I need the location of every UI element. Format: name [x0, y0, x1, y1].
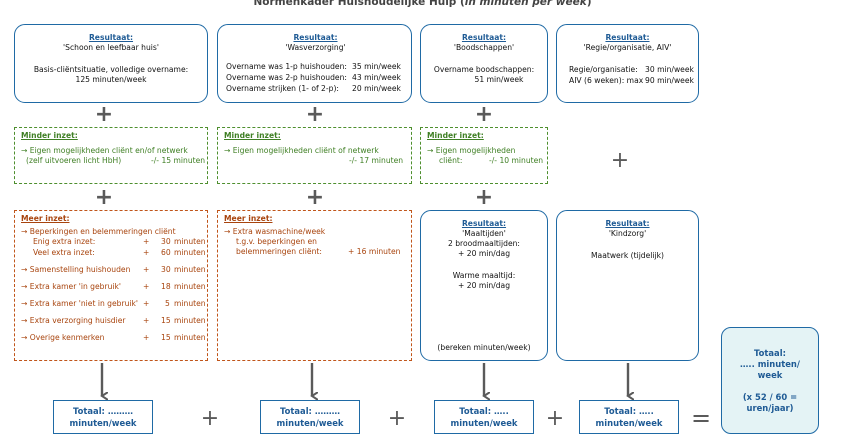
- result-box-schoon: Resultaat: 'Schoon en leefbaar huis' Bas…: [14, 24, 208, 103]
- meer-inzet-box: Meer inzet: → Extra wasmachine/week t.g.…: [217, 210, 412, 361]
- result-box-boodschappen: Resultaat: 'Boodschappen' Overname boods…: [420, 24, 548, 103]
- plus-sign: +: [474, 102, 494, 127]
- plus-sign: +: [610, 148, 630, 173]
- result-box-wasverzorging: Resultaat: 'Wasverzorging' Overname was …: [217, 24, 412, 103]
- plus-sign: +: [94, 185, 114, 210]
- plus-sign: +: [305, 102, 325, 127]
- plus-sign: +: [474, 185, 494, 210]
- plus-sign: +: [305, 185, 325, 210]
- final-total-box[interactable]: Totaal: ….. minuten/ week (x 52 / 60 = u…: [721, 327, 819, 434]
- plus-sign: +: [387, 406, 407, 431]
- plus-sign: +: [200, 406, 220, 431]
- minder-inzet-box: Minder inzet: → Eigen mogelijkheden clië…: [420, 127, 548, 184]
- plus-sign: +: [94, 102, 114, 127]
- result-box-regie: Resultaat: 'Regie/organisatie, AIV' Regi…: [556, 24, 699, 103]
- minder-inzet-box: Minder inzet: → Eigen mogelijkheden clië…: [14, 127, 208, 184]
- total-box[interactable]: Totaal: ….. minuten/week: [434, 400, 534, 434]
- total-box[interactable]: Totaal: ……… minuten/week: [53, 400, 153, 434]
- minder-inzet-box: Minder inzet: → Eigen mogelijkheden clië…: [217, 127, 412, 184]
- total-box[interactable]: Totaal: ….. minuten/week: [579, 400, 679, 434]
- result-box-maaltijden: Resultaat: 'Maaltijden' 2 broodmaaltijde…: [420, 210, 548, 361]
- result-box-kindzorg: Resultaat: 'Kindzorg' Maatwerk (tijdelij…: [556, 210, 699, 361]
- total-box[interactable]: Totaal: ……… minuten/week: [260, 400, 360, 434]
- meer-inzet-box: Meer inzet: → Beperkingen en belemmering…: [14, 210, 208, 361]
- equals-sign: =: [690, 404, 712, 432]
- diagram-title: Normenkader Huishoudelijke Hulp (in minu…: [253, 0, 592, 8]
- plus-sign: +: [545, 406, 565, 431]
